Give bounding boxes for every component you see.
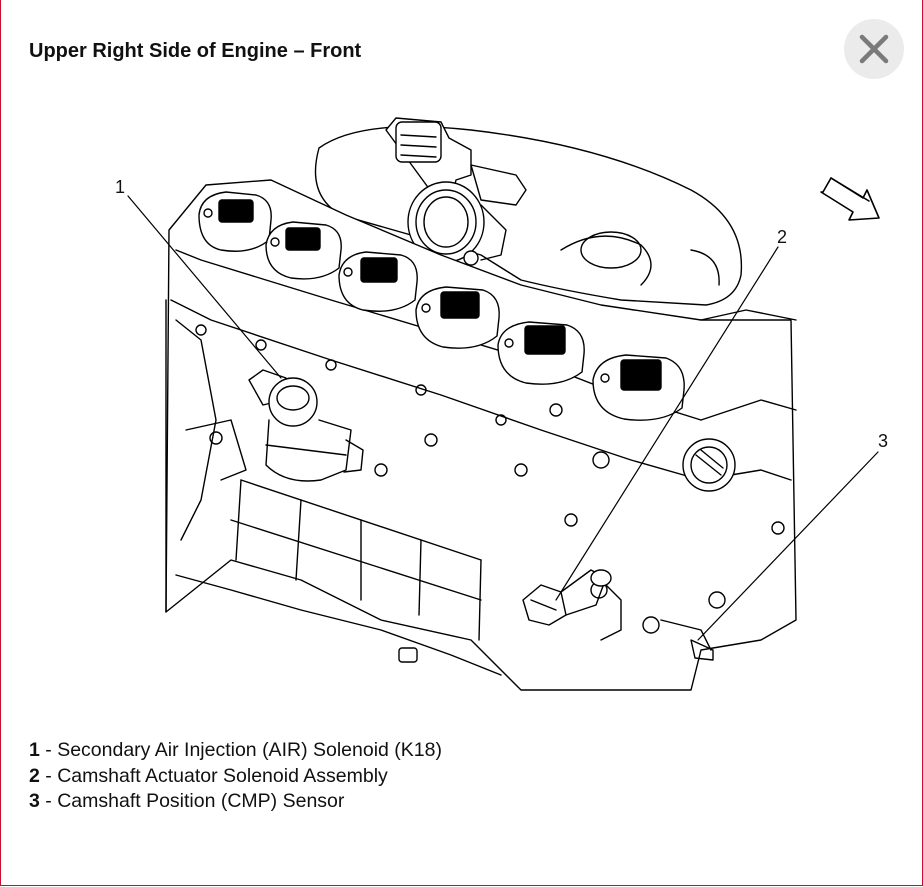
legend-number: 3 xyxy=(29,790,40,812)
legend-separator: - xyxy=(39,739,58,761)
legend-item: 3 - Camshaft Position (CMP) Sensor xyxy=(29,789,442,815)
ignition-coil xyxy=(415,286,500,349)
callout-leaders xyxy=(127,195,879,641)
legend-item: 1 - Secondary Air Injection (AIR) Soleno… xyxy=(29,738,442,764)
ignition-coil xyxy=(338,251,418,312)
dialog-title: Upper Right Side of Engine – Front xyxy=(29,40,362,62)
throttle-body xyxy=(385,117,527,266)
callout-2: 2 xyxy=(777,227,788,247)
leader-line-3 xyxy=(697,451,879,641)
legend-number: 2 xyxy=(29,764,40,787)
legend-label: Camshaft Actuator Solenoid Assembly xyxy=(57,764,388,787)
ignition-coil xyxy=(198,191,272,252)
legend-separator: - xyxy=(39,764,58,787)
legend-label: Camshaft Position (CMP) Sensor xyxy=(57,790,345,812)
forward-direction-arrow-icon xyxy=(820,177,880,221)
legend-separator: - xyxy=(39,790,58,812)
close-button[interactable] xyxy=(844,19,904,79)
ignition-coil xyxy=(592,354,685,421)
callout-1: 1 xyxy=(115,177,126,197)
close-x-icon xyxy=(859,34,889,64)
legend: 1 - Secondary Air Injection (AIR) Soleno… xyxy=(29,738,442,815)
legend-label: Secondary Air Injection (AIR) Solenoid (… xyxy=(57,739,442,761)
ignition-coil xyxy=(265,221,342,280)
ignition-coil xyxy=(497,321,585,385)
leader-line-1 xyxy=(127,195,282,379)
legend-number: 1 xyxy=(29,739,40,761)
camshaft-actuator-solenoid xyxy=(522,569,612,626)
callout-3: 3 xyxy=(878,431,889,451)
leader-line-2 xyxy=(555,246,779,601)
ignition-coils xyxy=(198,191,685,421)
engine-illustration xyxy=(127,117,880,691)
air-solenoid xyxy=(248,369,364,482)
legend-item: 2 - Camshaft Actuator Solenoid Assembly xyxy=(29,764,442,790)
